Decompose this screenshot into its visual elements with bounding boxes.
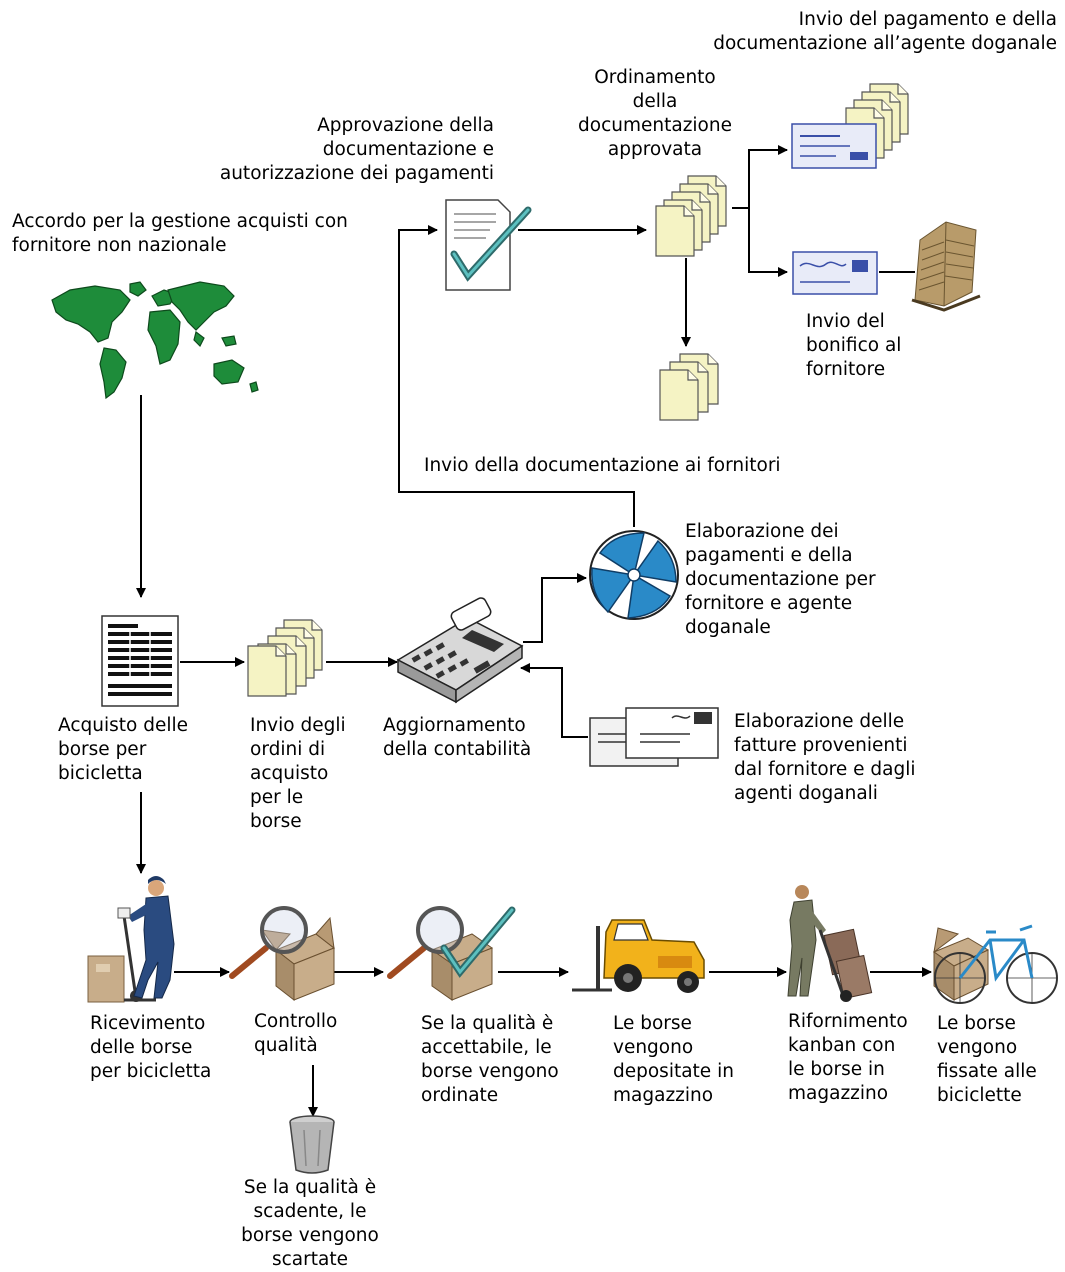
label-warehouse: Le borse vengono depositate in magazzino — [613, 1013, 734, 1106]
purchase-order-icon — [101, 615, 179, 707]
label-ordering: Ordinamento della documentazione approva… — [578, 67, 732, 160]
label-invoice-processing: Elaborazione delle fatture provenienti d… — [734, 711, 916, 804]
worker-hand-truck-icon — [87, 876, 175, 1003]
label-payment-to-agent: Invio del pagamento e della documentazio… — [713, 9, 1057, 54]
document-stack-icon — [655, 175, 727, 257]
label-quality-bad: Se la qualità è scadente, le borse vengo… — [241, 1177, 379, 1270]
label-send-orders: Invio degli ordini di acquisto per le bo… — [250, 715, 346, 832]
invoice-envelope-icon — [589, 707, 719, 767]
trash-bin-icon — [289, 1115, 335, 1174]
label-fixed-bikes: Le borse vengono fissate alle biciclette — [937, 1013, 1037, 1106]
label-approval: Approvazione della documentazione e auto… — [219, 115, 494, 184]
label-purchase-bags: Acquisto delle borse per bicicletta — [58, 715, 188, 784]
world-map-icon — [51, 281, 259, 400]
label-processing-payments: Elaborazione dei pagamenti e della docum… — [685, 521, 876, 638]
cheque-icon — [792, 251, 878, 295]
label-accounting-update: Aggiornamento della contabilità — [383, 715, 532, 760]
shutter-icon — [589, 530, 679, 620]
label-kanban: Rifornimento kanban con le borse in maga… — [788, 1011, 908, 1104]
forklift-icon — [572, 919, 705, 993]
label-wire-transfer: Invio del bonifico al fornitore — [806, 311, 902, 380]
bicycle-box-icon — [932, 924, 1058, 1004]
document-stack-icon — [659, 353, 719, 421]
label-receiving: Ricevimento delle borse per bicicletta — [90, 1013, 212, 1082]
worker-dolly-icon — [787, 885, 873, 1002]
label-quality-control: Controllo qualità — [254, 1011, 338, 1056]
label-world-agreement: Accordo per la gestione acquisti con for… — [12, 211, 348, 256]
calculator-icon — [396, 597, 524, 704]
cheque-icon — [791, 123, 877, 169]
magnifier-check-box-icon — [387, 906, 516, 1001]
connectors — [136, 145, 932, 1117]
label-quality-ok: Se la qualità è accettabile, le borse ve… — [421, 1013, 559, 1106]
building-icon — [911, 221, 981, 312]
label-send-docs-suppliers: Invio della documentazione ai fornitori — [424, 455, 781, 476]
approval-check-icon — [445, 199, 532, 291]
magnifier-box-icon — [229, 906, 335, 1002]
document-stack-icon — [247, 619, 323, 697]
